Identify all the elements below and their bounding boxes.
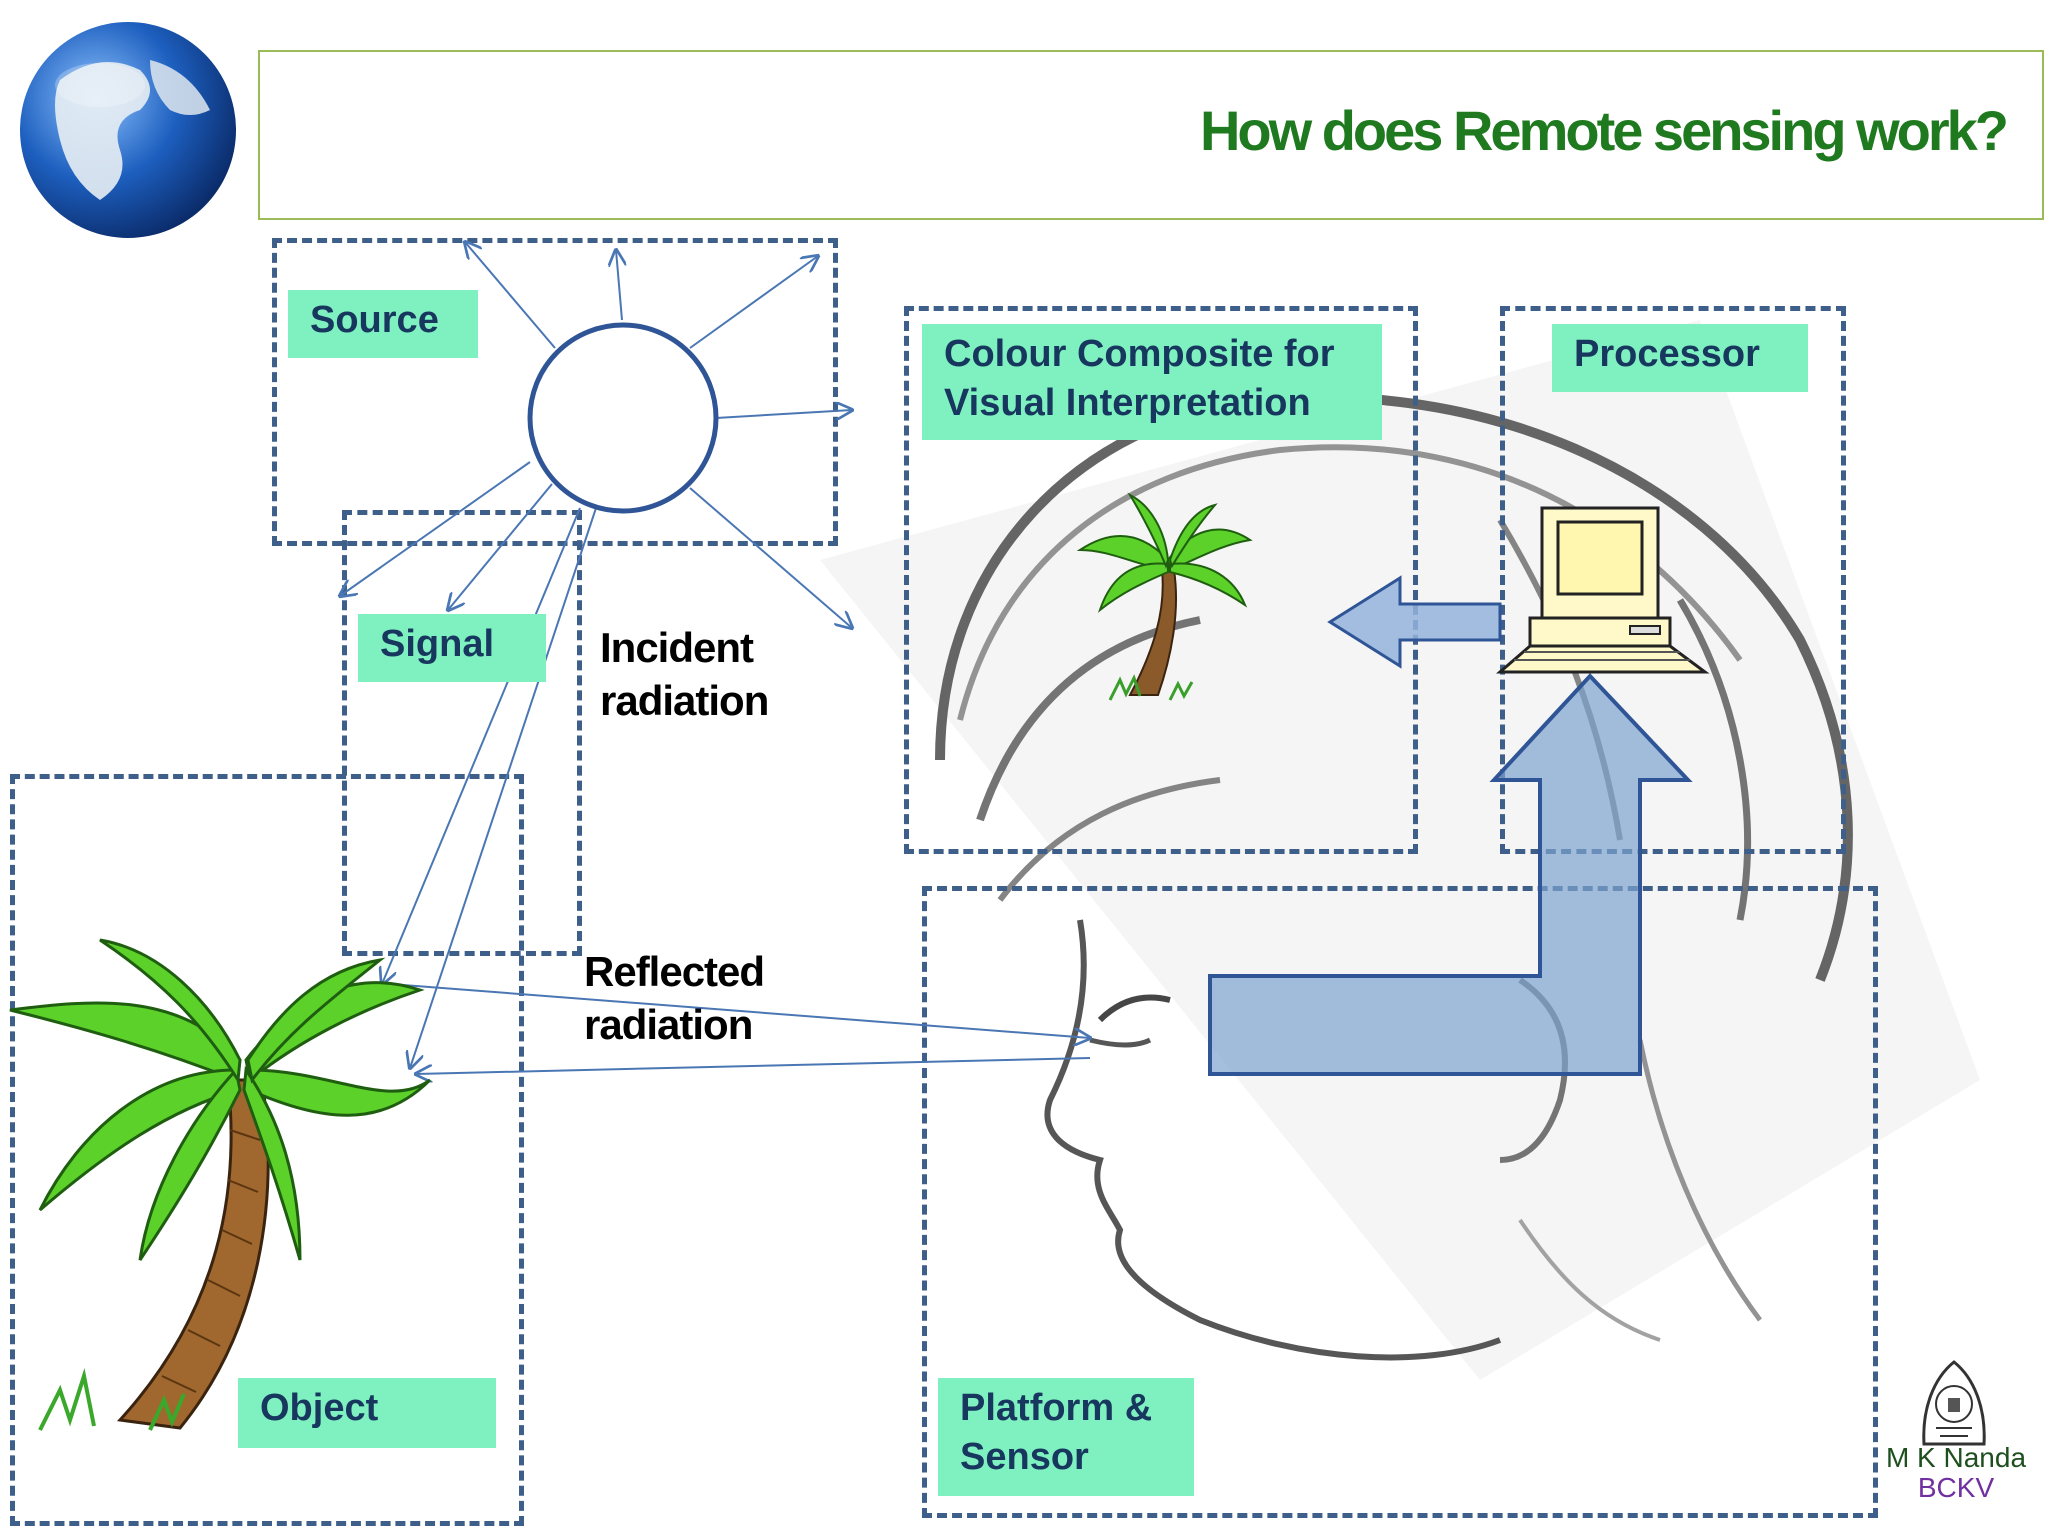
page-title: How does Remote sensing work? bbox=[1199, 99, 2009, 162]
source-box bbox=[272, 238, 838, 546]
platform-sensor-box bbox=[922, 886, 1878, 1518]
globe-icon bbox=[20, 22, 236, 238]
computer-icon bbox=[1495, 506, 1710, 674]
credit-author: M K Nanda bbox=[1885, 1442, 2027, 1473]
sun-icon bbox=[527, 322, 719, 514]
palm-tree-object-icon bbox=[9, 938, 432, 1431]
colour-composite-label: Colour Composite for Visual Interpretati… bbox=[922, 324, 1382, 440]
platform-sensor-label: Platform & Sensor bbox=[938, 1378, 1194, 1496]
signal-label: Signal bbox=[358, 614, 546, 682]
arrow-to-processor bbox=[1208, 673, 1693, 1076]
processor-box bbox=[1500, 306, 1846, 854]
source-label: Source bbox=[288, 290, 478, 358]
title-frame bbox=[258, 50, 2044, 220]
incident-radiation-label: Incident radiation bbox=[600, 624, 769, 724]
reflected-radiation-label: Reflected radiation bbox=[584, 948, 765, 1048]
university-emblem-icon bbox=[1922, 1360, 1986, 1446]
processor-label: Processor bbox=[1552, 324, 1808, 392]
object-box bbox=[10, 774, 524, 1526]
arrow-to-display bbox=[1327, 575, 1502, 669]
object-label: Object bbox=[238, 1378, 496, 1448]
credit-institution: BCKV bbox=[1917, 1472, 1995, 1503]
colour-composite-box bbox=[904, 306, 1418, 854]
palm-tree-display-icon bbox=[1076, 492, 1253, 701]
signal-box bbox=[342, 510, 582, 956]
